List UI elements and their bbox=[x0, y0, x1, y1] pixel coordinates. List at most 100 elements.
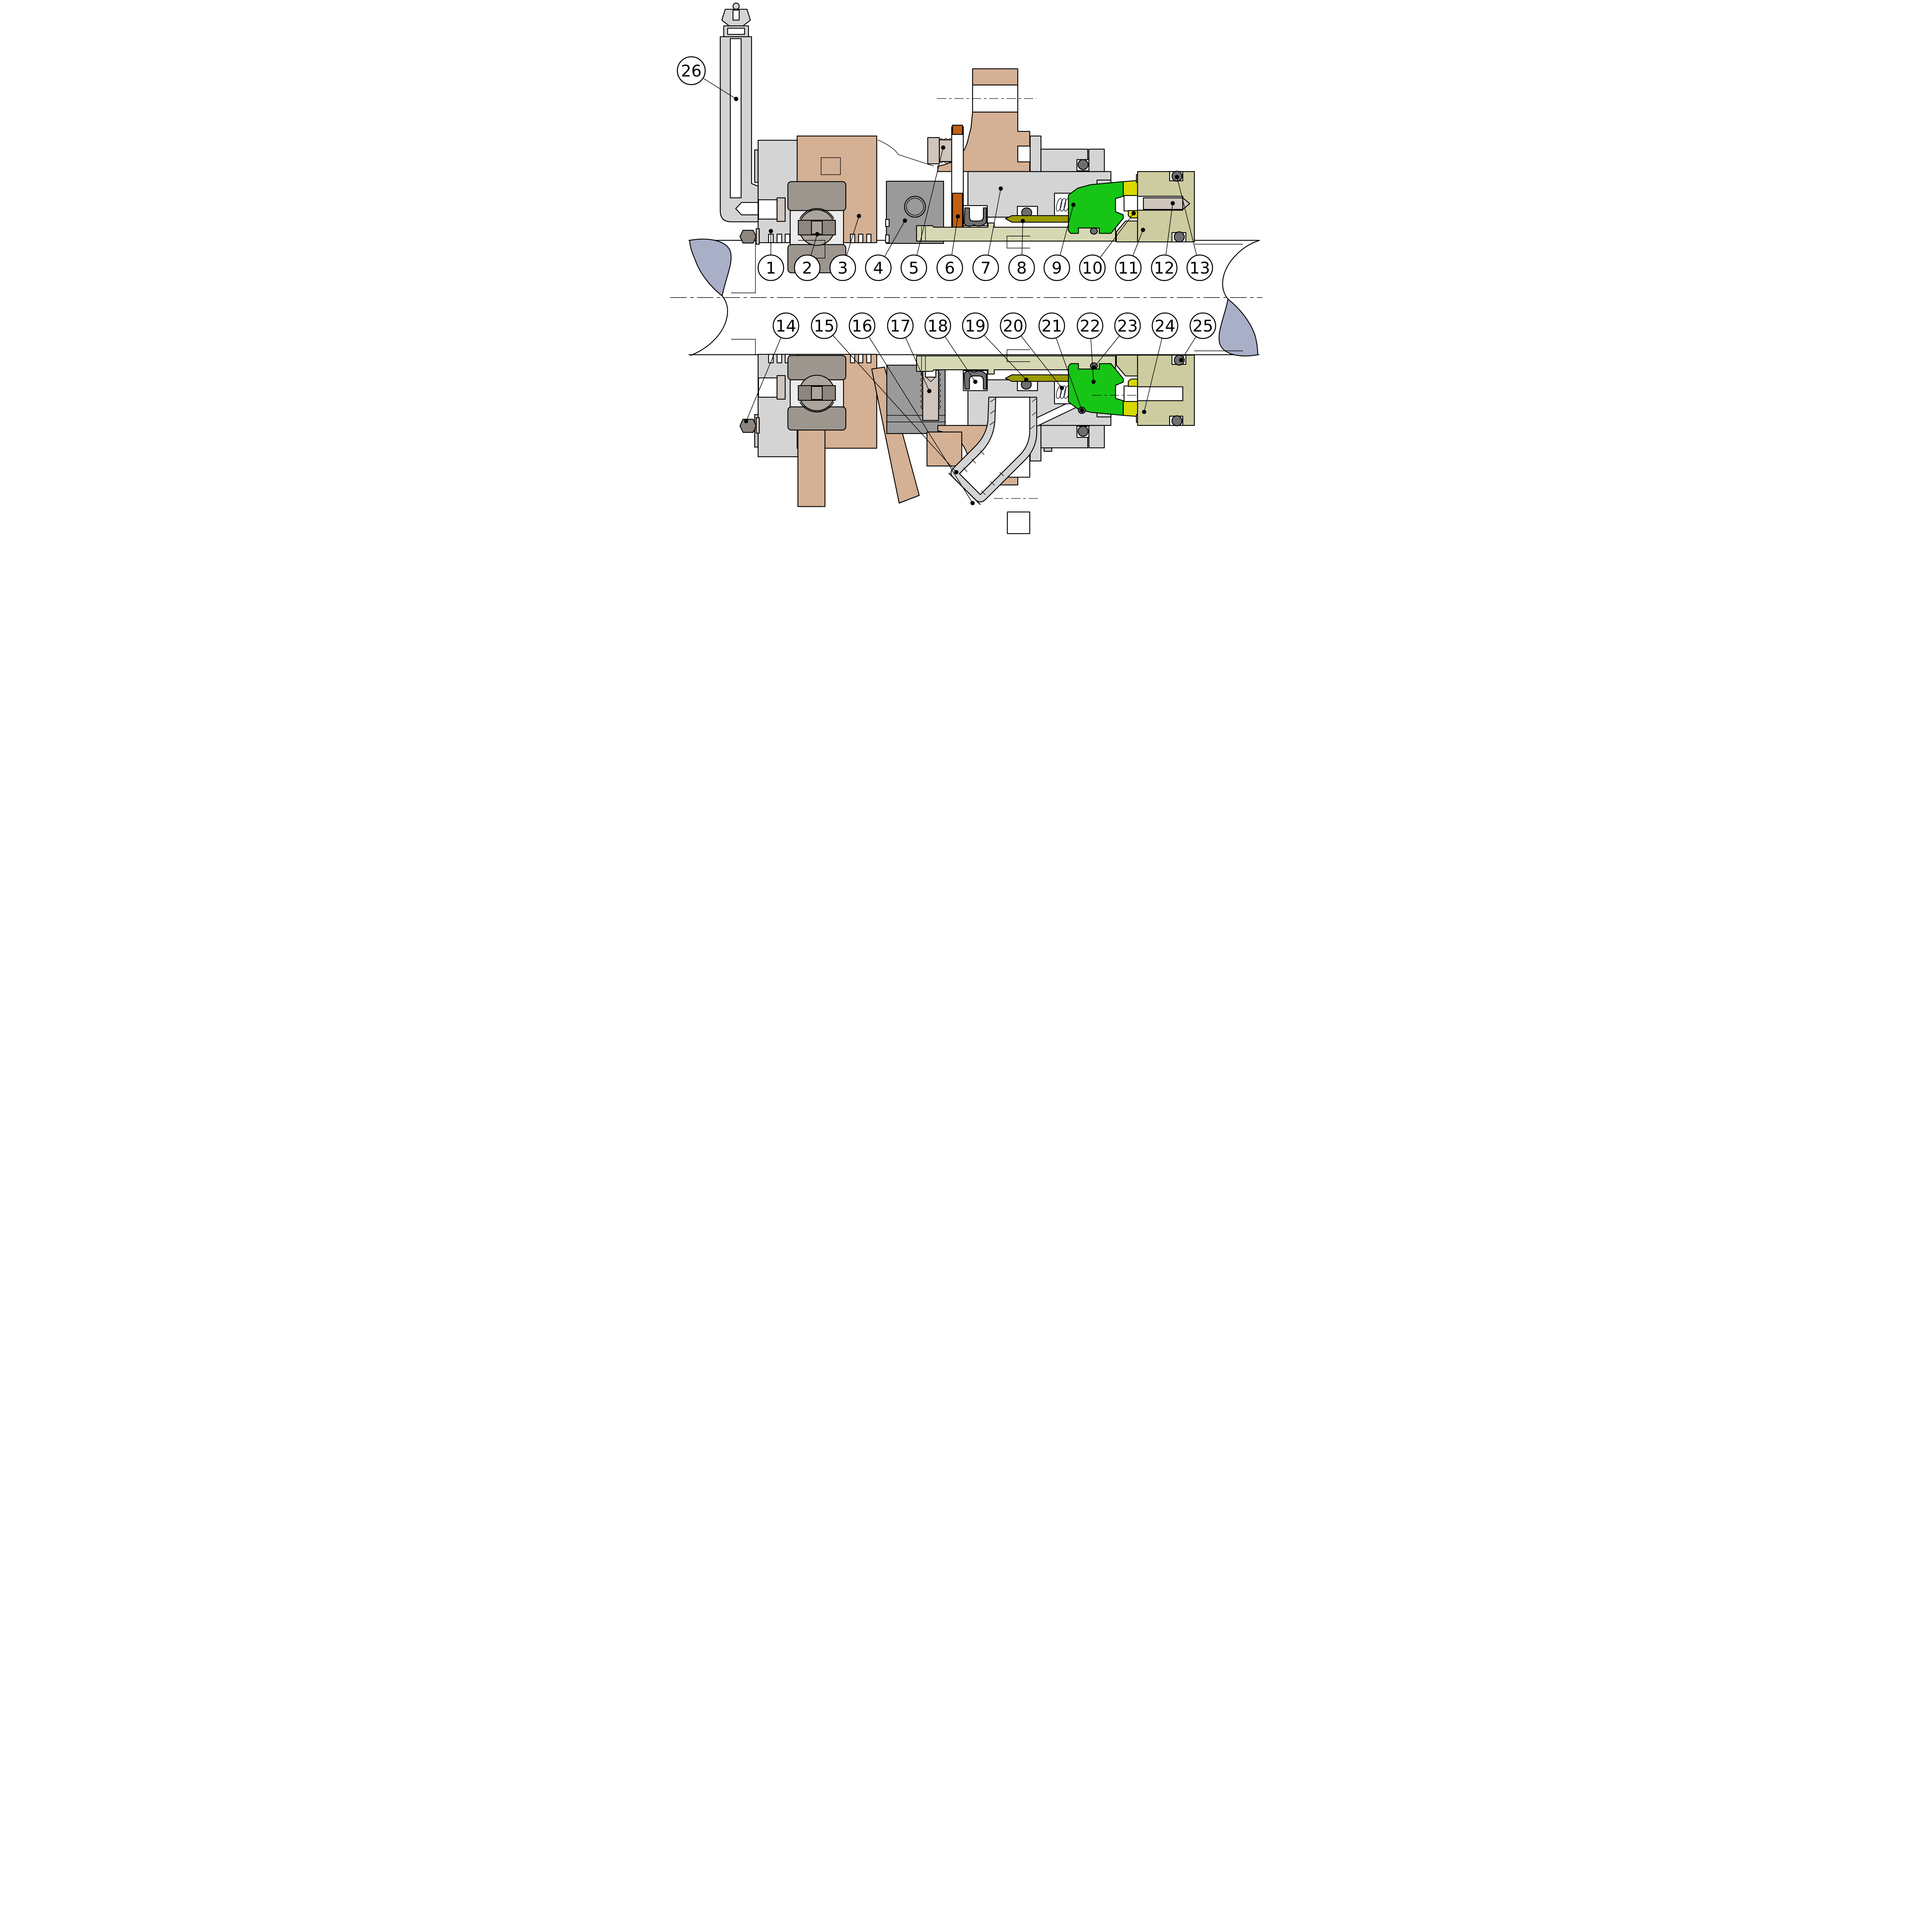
rotating-face-bottom bbox=[1068, 362, 1124, 416]
balloon-number-25: 25 bbox=[1192, 316, 1213, 335]
balloon-16 bbox=[849, 312, 875, 339]
balloon-number-22: 22 bbox=[1080, 316, 1100, 335]
bracket-notch bbox=[858, 233, 863, 243]
adapter-block-bottom bbox=[886, 364, 946, 434]
spring-coil bbox=[1060, 385, 1066, 399]
leader-dot-7 bbox=[998, 186, 1003, 191]
leader-dot-18 bbox=[973, 379, 977, 384]
balloon-number-15: 15 bbox=[814, 316, 834, 335]
stud-socket-vee bbox=[926, 377, 935, 382]
leader-dot-26 bbox=[734, 97, 738, 101]
seal-assembly-drawing: 1234567891011121314151617181920212223242… bbox=[670, 2, 1262, 534]
oring-housing-top bbox=[1077, 159, 1088, 170]
stud-threads bbox=[920, 371, 941, 410]
shaft-break-right-curve bbox=[1222, 240, 1260, 299]
balloon-number-11: 11 bbox=[1118, 259, 1138, 277]
chamber-wall-bottom bbox=[926, 431, 962, 467]
balloon-number-8: 8 bbox=[1016, 259, 1027, 277]
leader-line-15 bbox=[823, 325, 957, 473]
balloon-6 bbox=[936, 254, 963, 281]
balloon-12 bbox=[1151, 254, 1177, 281]
threaded-stud bbox=[922, 369, 939, 421]
leader-dot-16 bbox=[970, 501, 975, 505]
leader-dot-11 bbox=[1141, 228, 1145, 232]
sleeve-bottom bbox=[916, 349, 1116, 382]
leader-line-7 bbox=[985, 188, 1001, 268]
bolt-washer-bottom bbox=[755, 417, 760, 434]
fitting-head bbox=[927, 137, 940, 165]
gland-bore-bottom bbox=[1137, 386, 1183, 401]
balloon-number-20: 20 bbox=[1003, 316, 1023, 335]
leader-line-16 bbox=[861, 325, 973, 503]
bracket-notch bbox=[850, 354, 855, 364]
spring-bottom bbox=[1056, 385, 1070, 399]
block-notch bbox=[885, 219, 889, 227]
leader-dot-20 bbox=[1060, 386, 1064, 390]
elbow-pipe bbox=[948, 396, 1037, 505]
rotating-face-top bbox=[1068, 181, 1124, 235]
balloon-15 bbox=[811, 312, 837, 339]
balloon-number-2: 2 bbox=[802, 259, 812, 277]
balloon-3 bbox=[829, 254, 856, 281]
gland-plate-right-bottom bbox=[1116, 354, 1195, 427]
shaft-break-left-curve bbox=[690, 296, 728, 356]
gland-lip-top bbox=[1116, 220, 1138, 243]
leader-dot-22 bbox=[1091, 379, 1095, 384]
balloon-13 bbox=[1186, 254, 1213, 281]
shaft-break-right bbox=[1218, 298, 1258, 357]
leader-dot-12 bbox=[1170, 201, 1175, 206]
bracket-step-detail bbox=[820, 157, 841, 175]
balloon-8 bbox=[1008, 254, 1035, 281]
gland-plate-right-top bbox=[1116, 170, 1195, 243]
plate-gasket-strip-top bbox=[754, 149, 759, 183]
quench-tube bbox=[719, 2, 759, 223]
lower-assembly bbox=[739, 349, 1195, 534]
chamber-stub-pipe bbox=[972, 68, 1018, 86]
fitting-shank bbox=[939, 139, 952, 162]
leader-dot-10 bbox=[1131, 211, 1136, 216]
balloon-11 bbox=[1115, 254, 1141, 281]
oring-gland-inner-top bbox=[1173, 231, 1185, 243]
leader-dot-9 bbox=[1071, 202, 1075, 207]
plate-notch bbox=[784, 233, 790, 243]
balloon-number-26: 26 bbox=[681, 61, 701, 80]
plate-notch bbox=[776, 354, 782, 364]
leader-dot-17 bbox=[927, 389, 931, 393]
tube-collar-bore bbox=[727, 27, 745, 35]
block-port-outer bbox=[904, 196, 926, 218]
leader-dot-15 bbox=[954, 470, 958, 474]
housing-bump-top bbox=[1088, 148, 1105, 172]
leader-line-13 bbox=[1176, 177, 1200, 268]
balloon-number-17: 17 bbox=[890, 316, 910, 335]
leader-dot-6 bbox=[956, 214, 960, 219]
balloon-4 bbox=[865, 254, 891, 281]
balloon-20 bbox=[1000, 312, 1026, 339]
balloon-number-4: 4 bbox=[873, 259, 883, 277]
bracket-column-bottom bbox=[797, 429, 825, 507]
bracket-notch bbox=[850, 233, 855, 243]
balloon-25 bbox=[1189, 312, 1216, 339]
bracket-notch bbox=[866, 233, 871, 243]
leader-dot-4 bbox=[903, 218, 907, 223]
balloon-number-1: 1 bbox=[765, 259, 776, 277]
bellows-top bbox=[963, 207, 987, 227]
balloon-10 bbox=[1079, 254, 1105, 281]
leader-line-14 bbox=[745, 325, 786, 422]
bellows-bottom bbox=[963, 370, 987, 390]
leader-dot-24 bbox=[1142, 410, 1146, 414]
balloon-5 bbox=[900, 254, 927, 281]
oring-housing-bottom bbox=[1077, 425, 1088, 437]
plate-port-insert-top bbox=[776, 197, 786, 222]
balloon-number-3: 3 bbox=[837, 259, 848, 277]
leader-dot-1 bbox=[769, 229, 773, 233]
balloon-number-24: 24 bbox=[1155, 316, 1175, 335]
leader-dot-2 bbox=[815, 232, 819, 236]
bracket-fillet-curve bbox=[878, 139, 934, 167]
balloon-number-5: 5 bbox=[908, 259, 919, 277]
plate-port-top bbox=[758, 199, 777, 220]
set-screw-top-over bbox=[1143, 197, 1183, 210]
balloon-number-21: 21 bbox=[1041, 316, 1062, 335]
balloon-23 bbox=[1114, 312, 1141, 339]
